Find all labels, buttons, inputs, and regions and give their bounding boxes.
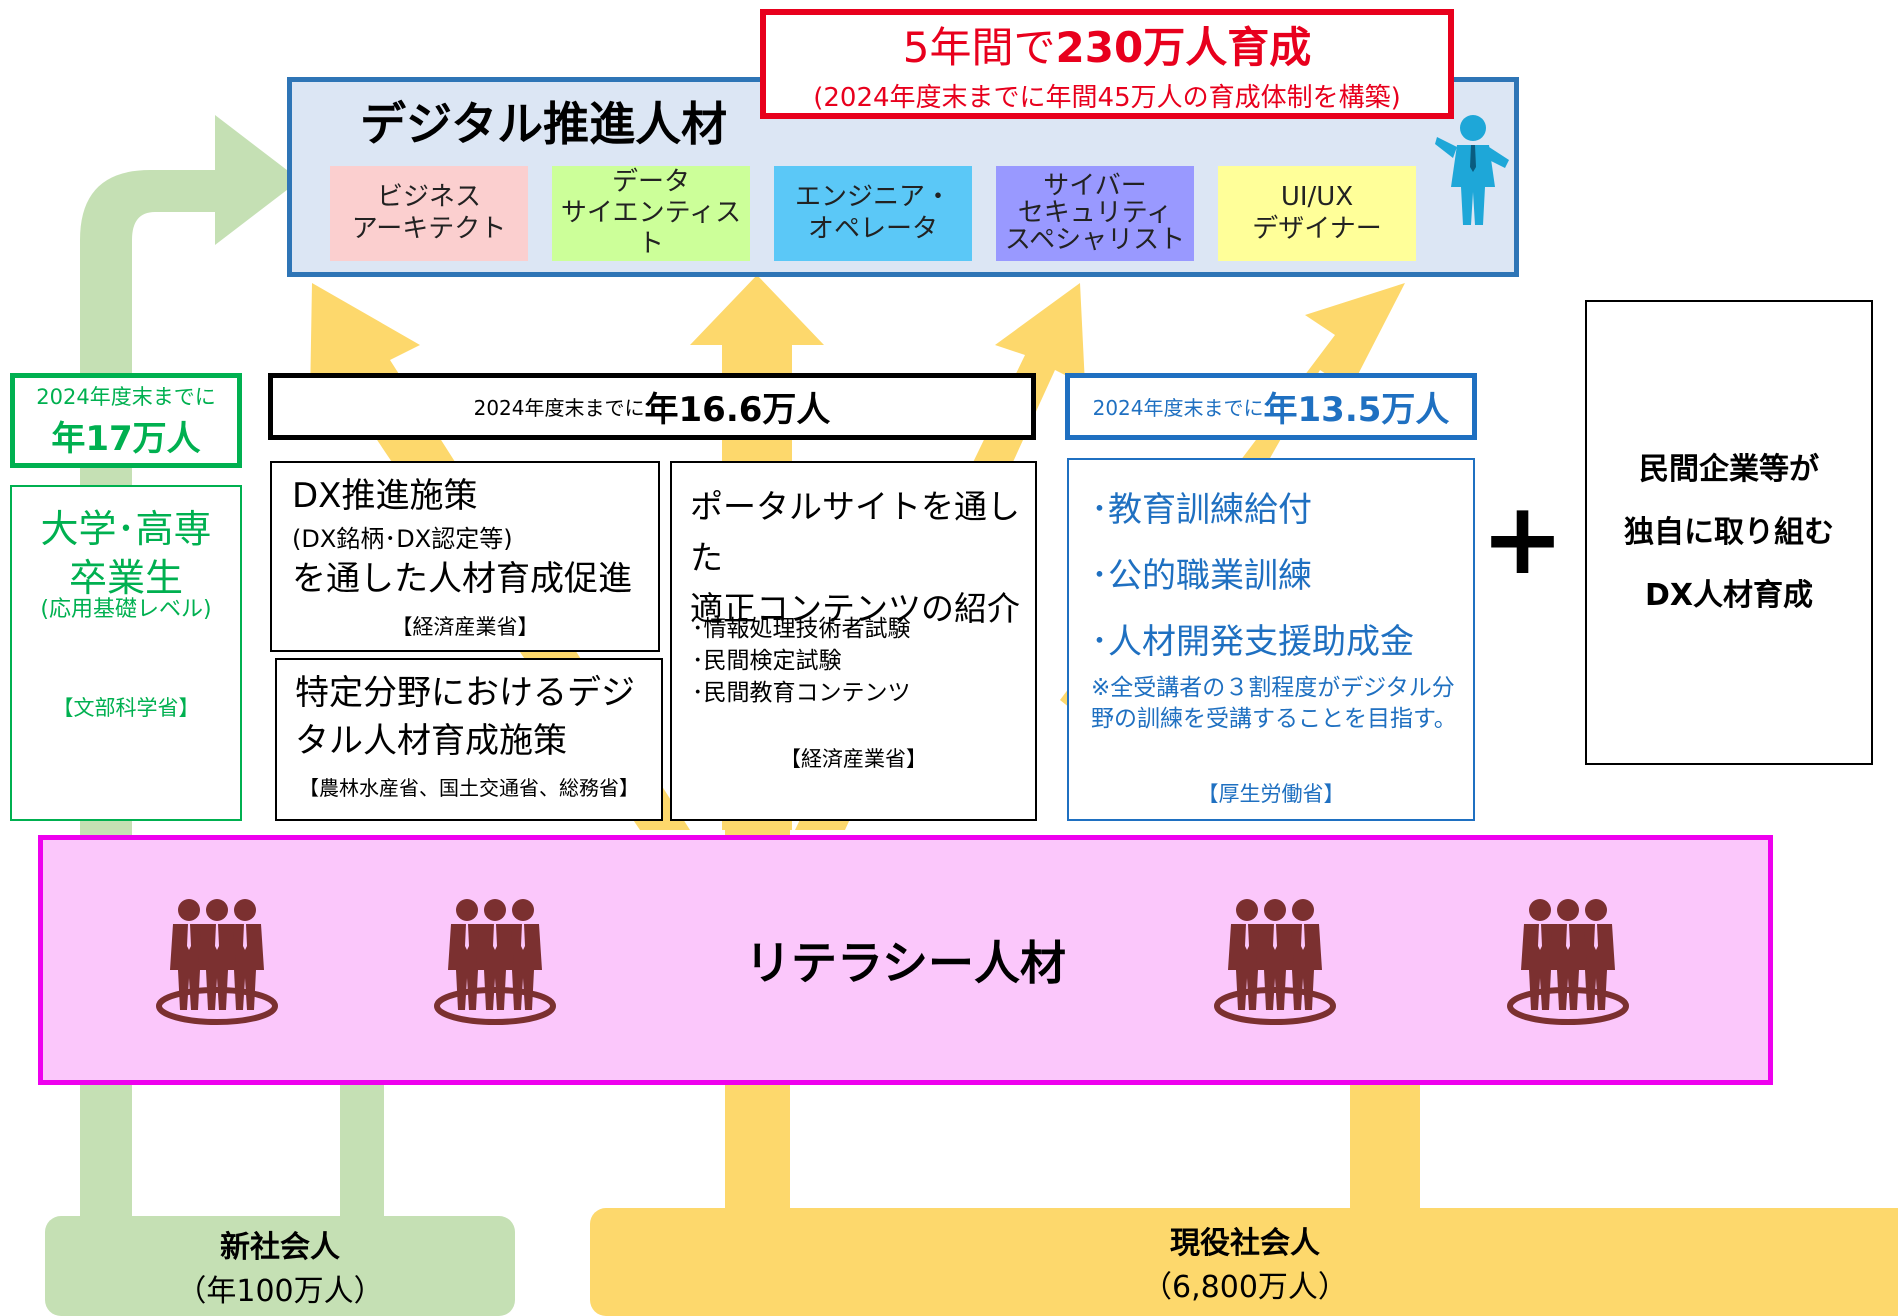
role-data-scientist: データ サイエンティスト (552, 166, 750, 261)
list-item: ･情報処理技術者試験 (692, 616, 911, 642)
banner-subtitle: (2024年度末までに年間45万人の育成体制を構築) (813, 83, 1401, 113)
private-line-1: 民間企業等が (1639, 452, 1819, 487)
dx-promotion-box: DX推進施策 (DX銘柄･DX認定等) を通した人材育成促進 【経済産業省】 (270, 461, 660, 652)
portal-list: ･情報処理技術者試験 ･民間検定試験 ･民間教育コンテンツ (692, 613, 911, 710)
header-univ-target: 2024年度末までに 年17万人 (10, 373, 242, 468)
header-univ-big: 年17万人 (51, 419, 201, 459)
sector-ministry: 【農林水産省、国土交通省、総務省】 (299, 776, 639, 800)
dx-subtitle: (DX銘柄･DX認定等) (292, 525, 513, 553)
mhlw-training-box: ･教育訓練給付 ･公的職業訓練 ･人材開発支援助成金 ※全受講者の３割程度がデジ… (1067, 458, 1475, 821)
banner-emphasis: 230万人育成 (1055, 23, 1312, 72)
univ-title: 大学･高専 卒業生 (40, 507, 212, 601)
header-meti-target: 2024年度末までに年16.6万人 (268, 373, 1036, 440)
private-sector-box: 民間企業等が 独自に取り組む DX人材育成 (1585, 300, 1873, 765)
univ-ministry: 【文部科学省】 (52, 696, 200, 720)
header-meti-small: 2024年度末までに (473, 396, 645, 420)
list-item: ･民間教育コンテンツ (692, 680, 911, 707)
person-icon (1435, 115, 1509, 225)
list-item: ･人材開発支援助成金 (1091, 622, 1414, 662)
private-line-2: 独自に取り組む (1624, 515, 1834, 550)
literacy-talent-band: リテラシー人材 (38, 835, 1773, 1085)
sector-title: 特定分野におけるデジ タル人材育成施策 (295, 673, 635, 761)
univ-graduates-box: 大学･高専 卒業生 (応用基礎レベル) 【文部科学省】 (10, 485, 242, 821)
new-workers-count: （年100万人） (176, 1274, 384, 1309)
portal-content-box: ポータルサイトを通した 適正コンテンツの紹介 ･情報処理技術者試験 ･民間検定試… (670, 461, 1037, 821)
list-item: ･民間検定試験 (692, 648, 842, 675)
current-workers-count: （6,800万人） (1142, 1270, 1348, 1305)
role-cyber-security: サイバー セキュリティ スペシャリスト (996, 166, 1194, 261)
mhlw-note: ※全受講者の３割程度がデジタル分野の訓練を受講することを目指す。 (1091, 675, 1457, 733)
banner-prefix: 5年間で (902, 23, 1056, 72)
plus-sign: + (1480, 479, 1565, 597)
dx-title-line2: を通した人材育成促進 (292, 559, 632, 599)
role-business-architect: ビジネス アーキテクト (330, 166, 528, 261)
mhlw-ministry: 【厚生労働省】 (1197, 782, 1345, 806)
role-engineer-operator: エンジニア・ オペレータ (774, 166, 972, 261)
header-meti-big: 年16.6万人 (644, 390, 831, 430)
current-workers-title: 現役社会人 (1170, 1226, 1320, 1261)
dx-title: DX推進施策 (292, 476, 478, 516)
header-mhlw-small: 2024年度末までに (1092, 396, 1264, 420)
literacy-label: リテラシー人材 (744, 936, 1067, 990)
new-workers-title: 新社会人 (220, 1230, 340, 1265)
private-line-3: DX人材育成 (1644, 578, 1814, 613)
header-mhlw-big: 年13.5万人 (1263, 390, 1450, 430)
sector-policy-box: 特定分野におけるデジ タル人材育成施策 【農林水産省、国土交通省、総務省】 (275, 658, 663, 821)
people-group-icon (1217, 899, 1333, 1022)
people-group-icon (437, 899, 553, 1022)
header-univ-small: 2024年度末までに (36, 385, 216, 409)
current-workers-box: 現役社会人 （6,800万人） (590, 1208, 1898, 1316)
list-item: ･公的職業訓練 (1091, 556, 1312, 596)
people-group-icon (159, 899, 275, 1022)
univ-subtitle: (応用基礎レベル) (40, 597, 212, 622)
role-ui-ux-designer: UI/UX デザイナー (1218, 166, 1416, 261)
target-banner: 5年間で230万人育成 (2024年度末までに年間45万人の育成体制を構築) (760, 9, 1454, 119)
list-item: ･教育訓練給付 (1091, 490, 1312, 530)
people-group-icon (1510, 899, 1626, 1022)
new-workers-box: 新社会人 （年100万人） (45, 1216, 515, 1316)
digital-talent-title: デジタル推進人材 (360, 97, 728, 151)
dx-ministry: 【経済産業省】 (391, 615, 539, 639)
portal-title: ポータルサイトを通した 適正コンテンツの紹介 (690, 487, 1020, 629)
header-mhlw-target: 2024年度末までに年13.5万人 (1065, 373, 1477, 440)
portal-ministry: 【経済産業省】 (780, 747, 927, 771)
